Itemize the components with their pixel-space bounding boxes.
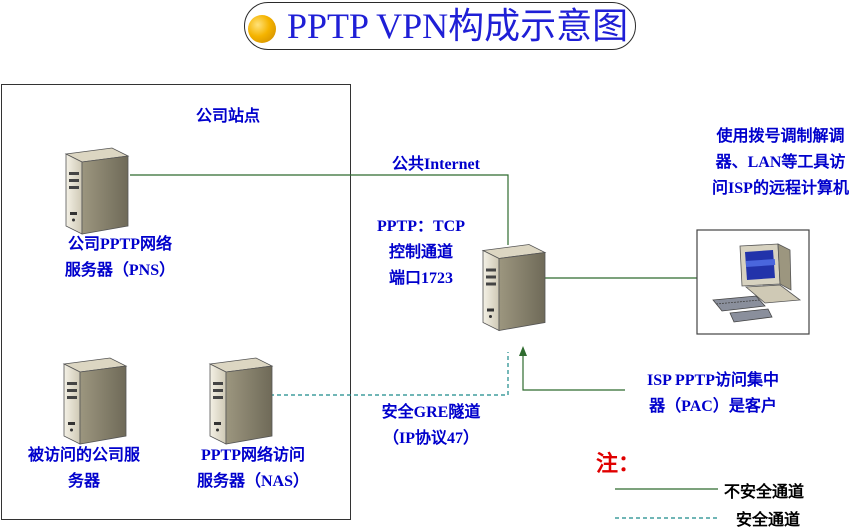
pptp-tcp-label: PPTP：TCP 控制通道 端口1723: [377, 218, 465, 287]
note-label: 注：: [596, 451, 641, 476]
accessed-server-icon: [63, 357, 127, 445]
pac-arrow-icon: [519, 346, 527, 356]
pns-server-icon: [65, 147, 129, 235]
gre-tunnel-label: 安全GRE隧道 （IP协议47）: [381, 404, 481, 447]
remote-computer-icon: [696, 229, 810, 335]
remote-computer-label: 使用拨号调制解调 器、LAN等工具访 问ISP的远程计算机: [712, 128, 849, 197]
accessed-server-label: 被访问的公司服 务器: [27, 447, 140, 490]
insecure-links: [130, 174, 718, 490]
secure-links: [270, 352, 718, 519]
pptp-server-icon: [482, 243, 546, 332]
legend-secure-label: 安全通道: [736, 512, 801, 529]
internet-label: 公共Internet: [392, 156, 480, 173]
legend-insecure-label: 不安全通道: [724, 484, 805, 501]
nas-server-icon: [209, 357, 273, 445]
company-site-box: [1, 84, 351, 520]
site-label: 公司站点: [196, 108, 261, 125]
nas-label: PPTP网络访问 服务器（NAS）: [196, 447, 309, 490]
diagram-title: PPTP VPN构成示意图: [287, 6, 629, 46]
pns-label: 公司PPTP网络 服务器（PNS）: [64, 236, 176, 279]
pac-label: ISP PPTP访问集中 器（PAC）是客户: [646, 372, 779, 415]
gre-tunnel-link: [270, 352, 509, 396]
title-bullet-icon: [248, 15, 276, 43]
internet-link-pns: [130, 174, 509, 245]
pac-link: [522, 350, 625, 391]
title-frame: [244, 2, 636, 50]
